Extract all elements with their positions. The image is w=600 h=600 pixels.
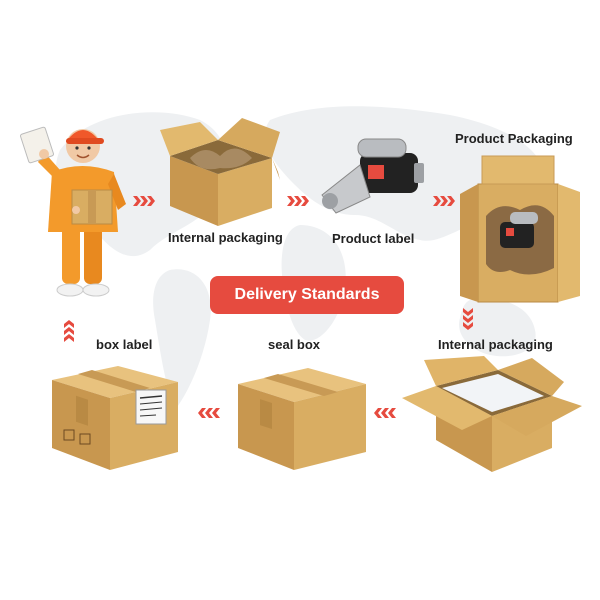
arrow-right-2-icon	[287, 196, 309, 206]
sealed-box-icon	[238, 368, 366, 470]
step-label-product-packaging: Product Packaging	[455, 131, 573, 146]
courier-holding-box-icon	[20, 126, 126, 297]
open-box-with-product-icon	[460, 155, 580, 303]
step-label-product-label: Product label	[332, 231, 415, 246]
step-label-box-label: box label	[96, 337, 153, 352]
starter-motor-icon	[321, 138, 424, 214]
open-box-with-paper-icon	[160, 118, 280, 226]
arrow-left-1-icon	[374, 408, 396, 418]
arrow-right-3-icon	[433, 196, 455, 206]
arrow-up-icon	[64, 320, 74, 342]
delivery-standards-banner: Delivery Standards	[210, 276, 404, 314]
open-box-with-foam-icon	[402, 356, 582, 472]
step-label-seal-box: seal box	[268, 337, 321, 352]
arrow-down-icon	[463, 308, 473, 330]
arrow-left-2-icon	[198, 408, 220, 418]
step-label-internal-packaging-1: Internal packaging	[168, 230, 283, 245]
arrow-right-1-icon	[133, 196, 155, 206]
labeled-box-icon	[52, 366, 178, 470]
step-label-internal-packaging-2: Internal packaging	[438, 337, 553, 352]
